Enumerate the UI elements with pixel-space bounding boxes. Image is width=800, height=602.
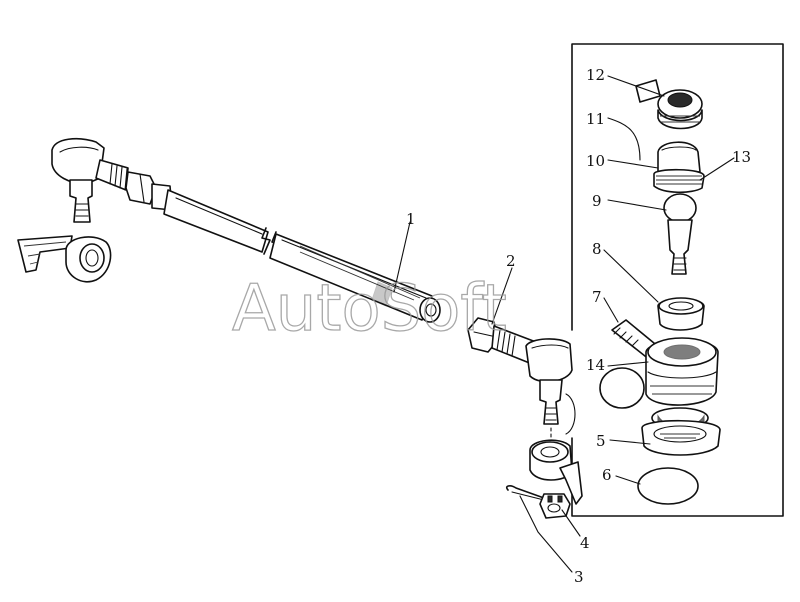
callout-5: 5 <box>596 432 606 450</box>
callout-4: 4 <box>580 534 590 552</box>
leader-3 <box>519 495 573 573</box>
callout-14: 14 <box>586 356 605 374</box>
leader-1 <box>393 221 411 293</box>
watermark-text: AutoSoft <box>232 272 507 346</box>
leader-12 <box>607 75 665 97</box>
liner-ring <box>657 297 705 331</box>
plug-cap <box>635 79 703 130</box>
leader-5 <box>609 439 651 445</box>
left-steering-arm <box>17 235 112 283</box>
callout-10: 10 <box>586 152 605 170</box>
callout-9: 9 <box>592 192 602 210</box>
leader-10 <box>607 159 659 169</box>
leader-9 <box>607 199 667 211</box>
leader-11 <box>607 117 641 161</box>
leader-6 <box>615 475 641 485</box>
leader-4 <box>561 509 581 537</box>
tie-rod-end <box>467 317 573 425</box>
left-ball-pin <box>69 179 93 223</box>
o-ring-upper <box>599 367 645 409</box>
callout-2: 2 <box>506 252 516 270</box>
cotter-pin <box>505 485 545 501</box>
callout-7: 7 <box>592 288 602 306</box>
callout-12: 12 <box>586 66 605 84</box>
leader-14 <box>607 361 649 367</box>
leader-13 <box>699 157 735 181</box>
o-ring-lower <box>637 467 699 505</box>
ball-pin <box>663 193 697 275</box>
housing-head <box>611 319 719 406</box>
callout-11: 11 <box>586 110 605 128</box>
callout-8: 8 <box>592 240 602 258</box>
dust-boot-outline <box>565 393 576 435</box>
leader-lines <box>393 75 735 573</box>
callout-1: 1 <box>406 210 416 228</box>
callout-6: 6 <box>602 466 612 484</box>
ball-seat-upper <box>653 141 705 194</box>
callout-labels: 1 2 3 4 5 6 7 8 9 10 11 12 13 14 <box>406 66 751 586</box>
leader-7 <box>603 297 619 323</box>
leader-2 <box>491 267 513 325</box>
leader-8 <box>603 249 659 303</box>
bottom-cover <box>641 407 721 456</box>
tie-rod <box>51 137 441 323</box>
callout-3: 3 <box>574 568 584 586</box>
castle-nut <box>539 493 571 519</box>
lower-steering-arm <box>529 439 583 505</box>
callout-13: 13 <box>732 148 751 166</box>
